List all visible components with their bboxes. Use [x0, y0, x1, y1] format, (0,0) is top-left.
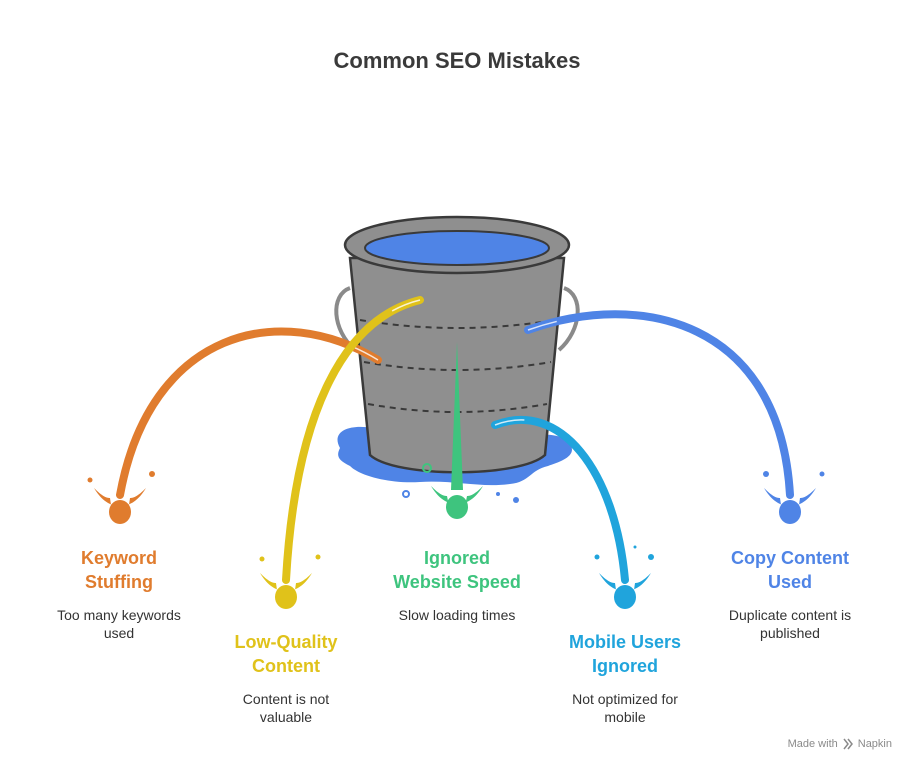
splash-icon — [594, 545, 654, 609]
mistake-label-keyword-stuffing: Keyword Stuffing — [29, 546, 209, 594]
mistake-label-website-speed: Ignored Website Speed — [367, 546, 547, 594]
stream-keyword-stuffing — [116, 327, 382, 499]
desc-line: Duplicate content is — [728, 607, 852, 623]
splash-icon — [87, 471, 155, 524]
made-with-text: Made with — [787, 738, 838, 750]
desc-line: published — [760, 625, 820, 641]
splash-icon — [422, 463, 483, 519]
napkin-attribution[interactable]: Made with Napkin — [788, 738, 892, 750]
napkin-logo-icon — [843, 738, 853, 750]
stream-copy-content — [524, 310, 794, 499]
desc-line: Slow loading times — [398, 607, 516, 623]
label-line: Keyword — [80, 548, 158, 568]
mistake-desc-keyword-stuffing: Too many keywords used — [29, 606, 209, 642]
desc-line: used — [103, 625, 135, 641]
stream-website-speed — [451, 342, 463, 490]
water-drop — [513, 497, 519, 503]
mistake-label-copy-content: Copy Content Used — [700, 546, 880, 594]
mistake-desc-website-speed: Slow loading times — [367, 606, 547, 624]
label-line: Mobile Users — [568, 632, 682, 652]
desc-line: valuable — [259, 709, 313, 725]
label-line: Content — [252, 656, 320, 676]
label-line: Copy Content — [731, 548, 849, 568]
desc-line: Not optimized for — [572, 691, 678, 707]
desc-line: mobile — [604, 709, 646, 725]
brand-name: Napkin — [857, 738, 892, 750]
label-line: Ignored — [592, 656, 658, 676]
water-drop — [402, 490, 410, 498]
splash-icon — [259, 554, 321, 609]
stream-low-quality — [282, 296, 424, 584]
mistake-desc-low-quality: Content is not valuable — [196, 690, 376, 726]
label-line: Ignored — [424, 548, 490, 568]
label-line: Used — [767, 572, 812, 592]
mistake-desc-mobile-users: Not optimized for mobile — [535, 690, 715, 726]
desc-line: Content is not — [242, 691, 330, 707]
mistake-desc-copy-content: Duplicate content is published — [700, 606, 880, 642]
water-drop — [496, 492, 500, 496]
diagram-title: Common SEO Mistakes — [333, 48, 581, 73]
desc-line: Too many keywords — [57, 607, 181, 623]
splash-icon — [763, 471, 825, 524]
mistake-label-low-quality: Low-Quality Content — [196, 630, 376, 678]
label-line: Low-Quality — [234, 632, 338, 652]
label-line: Website Speed — [393, 572, 521, 592]
mistake-label-mobile-users: Mobile Users Ignored — [535, 630, 715, 678]
label-line: Stuffing — [85, 572, 153, 592]
